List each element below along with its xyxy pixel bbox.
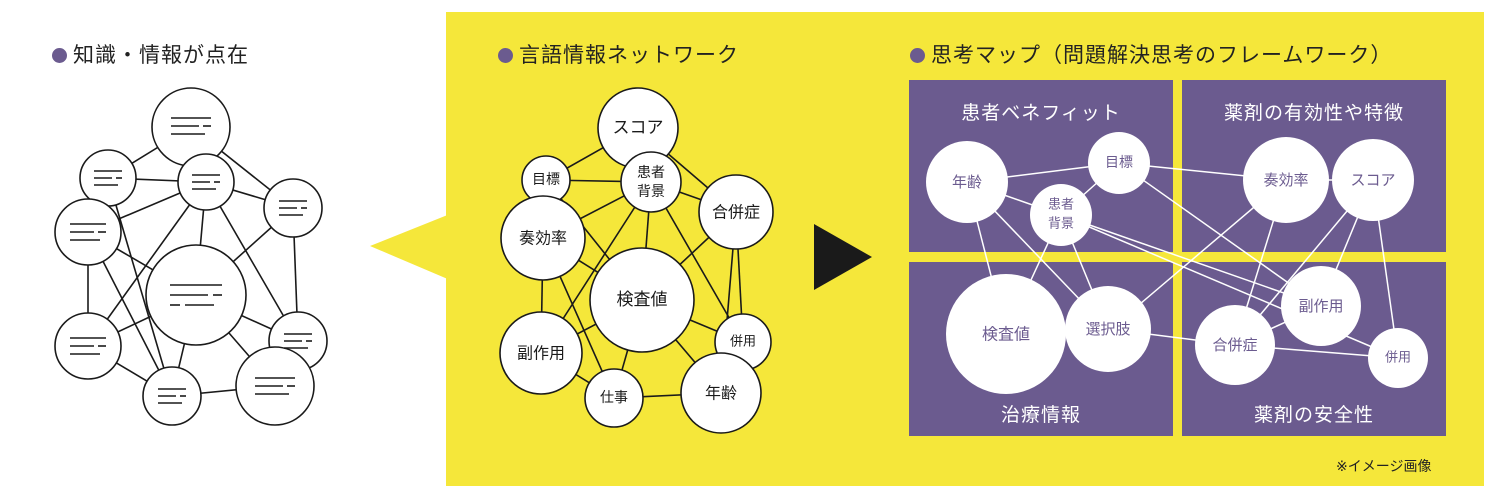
language-network-diagram: スコア 目標 患者 背景 合併症 奏効率 検査値 副作用 併用 仕事 年齢 xyxy=(499,87,774,434)
play-arrow-icon xyxy=(814,224,872,290)
label-patient-bg-2: 背景 xyxy=(1048,217,1074,232)
bullet-icon xyxy=(52,48,67,63)
label-goal: 目標 xyxy=(1105,155,1133,171)
label-score: スコア xyxy=(613,118,664,138)
node-complication xyxy=(698,174,774,250)
right-section-title: 思考マップ（問題解決思考のフレームワーク） xyxy=(910,39,1392,69)
label-patient-bg-2: 背景 xyxy=(637,184,665,200)
label-test-value: 検査値 xyxy=(617,290,668,310)
right-labels: 年齢 目標 患者 背景 奏効率 スコア 副作用 検査値 選択肢 合併症 併用 xyxy=(952,155,1411,366)
text-lines-icons xyxy=(70,117,312,404)
label-concomitant: 併用 xyxy=(1385,351,1411,366)
label-goal: 目標 xyxy=(532,172,560,188)
label-test-value: 検査値 xyxy=(982,325,1030,344)
label-complication: 合併症 xyxy=(712,203,760,222)
left-section-title: 知識・情報が点在 xyxy=(52,39,249,69)
label-side-effect: 副作用 xyxy=(1298,297,1343,315)
quadrant-title-drug-safety: 薬剤の安全性 xyxy=(1253,404,1374,426)
label-complication: 合併症 xyxy=(1212,336,1257,354)
node-side-effect xyxy=(1281,266,1361,346)
node-efficacy xyxy=(1243,137,1329,223)
quadrant-title-patient-benefit: 患者ベネフィット xyxy=(961,102,1121,124)
quadrant-title-treatment-info: 治療情報 xyxy=(1000,404,1081,426)
node-patient-background xyxy=(1030,184,1092,246)
node-age xyxy=(926,141,1008,223)
node-age xyxy=(680,352,762,434)
bullet-icon xyxy=(910,48,925,63)
left-nodes xyxy=(54,87,328,426)
image-note: ※イメージ画像 xyxy=(1336,459,1432,475)
label-side-effect: 副作用 xyxy=(517,344,565,363)
label-efficacy: 奏効率 xyxy=(1263,171,1308,189)
node-side-effect xyxy=(499,311,583,395)
node-patient-background xyxy=(620,151,682,213)
label-age: 年齢 xyxy=(952,173,982,191)
info-node xyxy=(151,87,231,167)
middle-labels: スコア 目標 患者 背景 合併症 奏効率 検査値 副作用 併用 仕事 年齢 xyxy=(517,118,760,406)
label-job: 仕事 xyxy=(600,390,628,406)
node-goal xyxy=(1088,132,1150,194)
speech-pointer xyxy=(370,214,450,280)
quadrant-title-drug-efficacy: 薬剤の有効性や特徴 xyxy=(1223,102,1404,124)
label-choice: 選択肢 xyxy=(1085,320,1130,338)
thinking-map-diagram: 年齢 目標 患者 背景 奏効率 スコア 副作用 検査値 選択肢 合併症 併用 xyxy=(926,132,1428,394)
node-score xyxy=(1332,139,1414,221)
right-nodes xyxy=(926,132,1428,394)
label-concomitant: 併用 xyxy=(730,335,756,350)
node-test-value xyxy=(589,247,695,353)
bullet-icon xyxy=(498,48,513,63)
node-job xyxy=(584,368,644,428)
label-age: 年齢 xyxy=(705,384,737,403)
node-concomitant xyxy=(1368,328,1428,388)
node-complication xyxy=(1195,305,1275,385)
label-score: スコア xyxy=(1350,171,1395,189)
middle-section-title: 言語情報ネットワーク xyxy=(498,39,739,69)
label-efficacy: 奏効率 xyxy=(519,229,567,248)
label-patient-bg-1: 患者 xyxy=(1048,198,1074,213)
middle-nodes xyxy=(499,87,774,434)
scattered-knowledge-diagram xyxy=(54,87,328,426)
node-choice xyxy=(1065,286,1151,372)
node-efficacy xyxy=(500,195,586,281)
node-test-value xyxy=(946,274,1066,394)
label-patient-bg-1: 患者 xyxy=(637,165,665,181)
